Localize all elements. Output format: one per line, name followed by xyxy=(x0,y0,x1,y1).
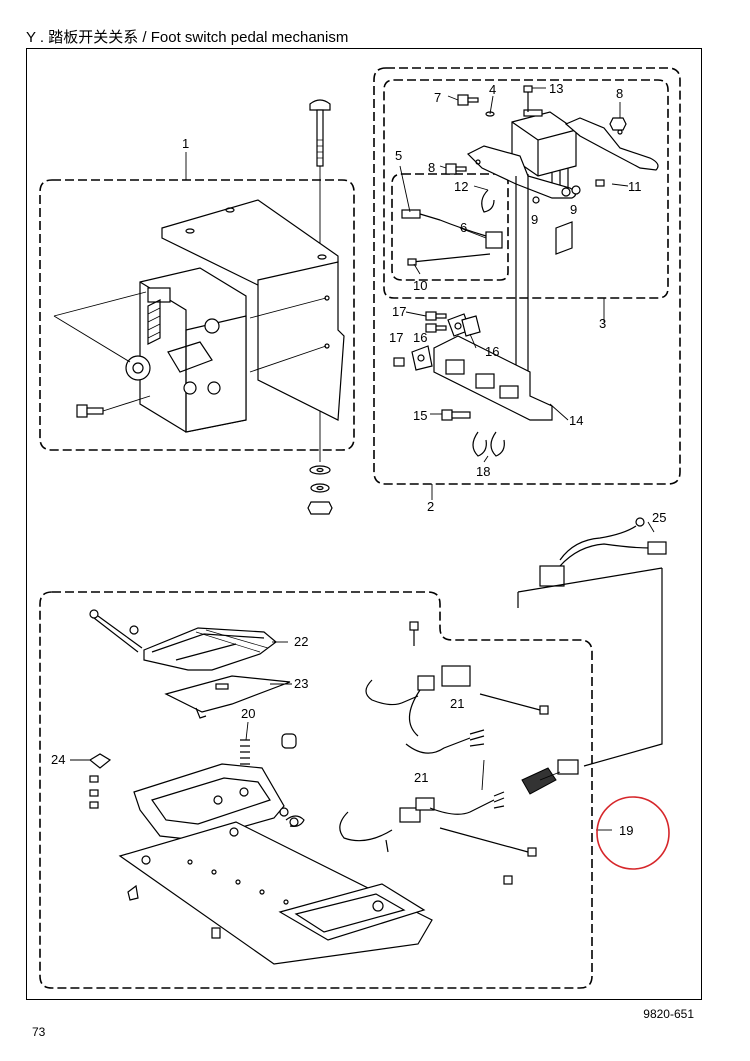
connector-19 xyxy=(521,759,579,795)
callout-14: 14 xyxy=(569,413,583,428)
callout-24: 24 xyxy=(51,752,65,767)
pedal-group-outline xyxy=(39,591,593,989)
callout-7: 7 xyxy=(434,90,441,105)
washer-nut-stack xyxy=(307,465,333,515)
actuator-bar xyxy=(433,335,553,421)
callout-21b: 21 xyxy=(414,770,428,785)
callout-12: 12 xyxy=(454,179,468,194)
callout-labels: 1 2 3 4 5 6 7 8 8 9 9 10 11 12 13 14 15 … xyxy=(51,81,666,838)
callout-8a: 8 xyxy=(616,86,623,101)
group-2-outline xyxy=(373,67,681,485)
pedal-base xyxy=(118,763,433,965)
micro-switch xyxy=(511,109,577,196)
callout-9b: 9 xyxy=(570,202,577,217)
callout-4: 4 xyxy=(489,82,496,97)
callout-15: 15 xyxy=(413,408,427,423)
callout-17a: 17 xyxy=(392,304,406,319)
spring-20 xyxy=(240,733,297,765)
pedal-rod-and-pedal xyxy=(89,609,277,671)
switch-levers xyxy=(466,117,659,199)
highlight-circle xyxy=(596,796,670,870)
switch-body xyxy=(125,267,247,433)
callout-19: 19 xyxy=(619,823,633,838)
callout-9a: 9 xyxy=(531,212,538,227)
sensor-assembly xyxy=(401,209,573,266)
callout-17b: 17 xyxy=(389,330,403,345)
callout-13: 13 xyxy=(549,81,563,96)
leader-lines xyxy=(70,87,655,831)
page-number: 73 xyxy=(32,1025,46,1039)
page-title: Y . 踏板开关关系 / Foot switch pedal mechanism xyxy=(26,29,349,46)
group-3-outline xyxy=(383,79,669,299)
callout-20: 20 xyxy=(241,706,255,721)
callout-22: 22 xyxy=(294,634,308,649)
pedal-plate xyxy=(164,675,291,719)
callout-23: 23 xyxy=(294,676,308,691)
switch-unit-21-upper xyxy=(365,665,549,754)
drawing-code: 9820-651 xyxy=(643,1007,694,1021)
callout-11: 11 xyxy=(628,179,642,194)
diagram-frame xyxy=(26,48,702,1000)
callout-10: 10 xyxy=(413,278,427,293)
callout-5: 5 xyxy=(395,148,402,163)
switch-unit-21-lower xyxy=(339,759,537,885)
clamps-and-clips xyxy=(393,311,505,457)
callout-16b: 16 xyxy=(485,344,499,359)
callout-8b: 8 xyxy=(428,160,435,175)
callout-2: 2 xyxy=(427,499,434,514)
switch-bracket xyxy=(161,199,345,421)
callout-3: 3 xyxy=(599,316,606,331)
callout-21a: 21 xyxy=(450,696,464,711)
callout-16a: 16 xyxy=(413,330,427,345)
cable-25 xyxy=(517,517,667,767)
callout-18: 18 xyxy=(476,464,490,479)
callout-6: 6 xyxy=(460,220,467,235)
small-parts-24 xyxy=(88,753,112,809)
pedal-screw xyxy=(409,621,419,646)
bracket-screw xyxy=(53,291,327,418)
callout-25: 25 xyxy=(652,510,666,525)
callout-1: 1 xyxy=(182,136,189,151)
group-1-outline xyxy=(39,179,355,451)
